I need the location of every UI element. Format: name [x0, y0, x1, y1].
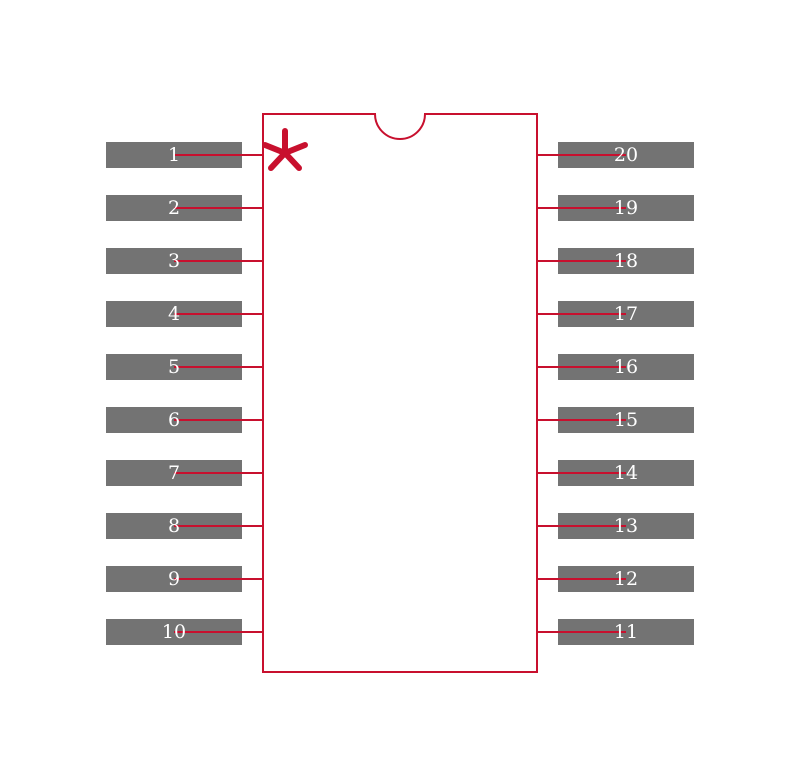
pin-label-6: 6	[168, 409, 180, 431]
pin-label-1: 1	[168, 144, 180, 166]
pin-label-15: 15	[614, 409, 638, 431]
pin-label-2: 2	[168, 197, 180, 219]
pads-layer	[106, 142, 694, 645]
pin-label-13: 13	[614, 515, 638, 537]
pin-label-11: 11	[614, 621, 638, 643]
pin-label-7: 7	[168, 462, 180, 484]
asterisk-icon	[262, 128, 308, 171]
pin-label-12: 12	[614, 568, 638, 590]
pin-label-16: 16	[614, 356, 638, 378]
pin-label-14: 14	[614, 462, 638, 484]
ic-body-outline	[262, 113, 538, 673]
pin-label-18: 18	[614, 250, 638, 272]
pin-label-9: 9	[168, 568, 180, 590]
pin-label-8: 8	[168, 515, 180, 537]
pin-label-3: 3	[168, 250, 180, 272]
pin-label-17: 17	[614, 303, 638, 325]
pin-label-10: 10	[162, 621, 186, 643]
traces-layer	[174, 154, 626, 633]
pin-label-20: 20	[614, 144, 638, 166]
pin-label-4: 4	[168, 303, 180, 325]
pin-label-5: 5	[168, 356, 180, 378]
pin-label-19: 19	[614, 197, 638, 219]
